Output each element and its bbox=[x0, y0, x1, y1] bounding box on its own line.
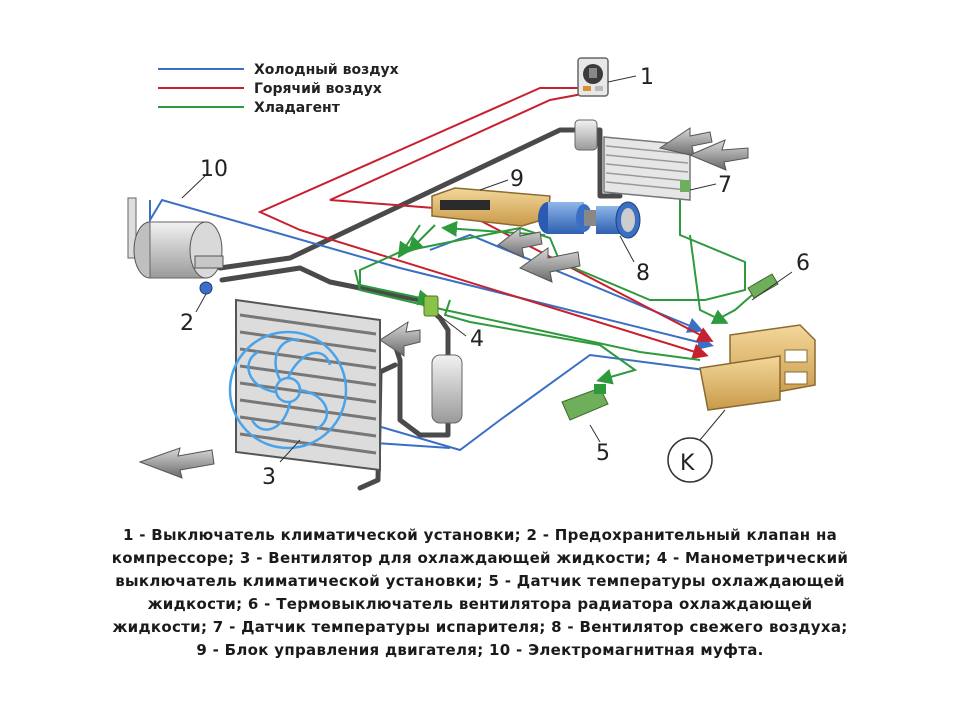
evaporator bbox=[574, 119, 691, 201]
pressure-switch bbox=[423, 295, 439, 317]
callout-leaders bbox=[181, 75, 793, 463]
callout-4: 4 bbox=[470, 327, 484, 352]
airflow-arrow-5 bbox=[138, 447, 215, 479]
fresh-air-blower bbox=[538, 201, 641, 239]
receiver-drier bbox=[431, 354, 463, 424]
cooling-fan bbox=[228, 330, 348, 450]
legend: Холодный воздух Горячий воздух Хладагент bbox=[158, 62, 399, 116]
callout-10: 10 bbox=[200, 157, 228, 182]
airflow-arrow-3 bbox=[497, 226, 543, 259]
callout-8: 8 bbox=[636, 261, 650, 286]
legend-hot-air: Горячий воздух bbox=[254, 81, 382, 97]
callout-5: 5 bbox=[596, 441, 610, 466]
callout-1: 1 bbox=[640, 65, 654, 90]
climate-system-diagram: Холодный воздух Горячий воздух Хладагент bbox=[127, 57, 816, 491]
climate-switch bbox=[577, 57, 609, 97]
callout-9: 9 bbox=[510, 167, 524, 192]
callout-3: 3 bbox=[262, 465, 276, 490]
callout-7: 7 bbox=[718, 173, 732, 198]
compressor bbox=[127, 197, 224, 295]
callout-2: 2 bbox=[180, 311, 194, 336]
legend-cold-air: Холодный воздух bbox=[254, 62, 399, 78]
climate-control-unit bbox=[699, 324, 816, 411]
legend-refrigerant: Хладагент bbox=[254, 100, 341, 116]
callout-k: K bbox=[667, 437, 713, 483]
airflow-arrow-2 bbox=[688, 139, 749, 171]
caption-text: 1 - Выключатель климатической установки;… bbox=[111, 526, 849, 659]
coolant-temp-sensor bbox=[561, 384, 609, 421]
callout-k-label: K bbox=[680, 451, 695, 476]
engine-control-unit bbox=[431, 187, 551, 227]
fan-thermo-switch bbox=[747, 273, 779, 299]
airflow-arrows bbox=[138, 127, 749, 479]
callout-6: 6 bbox=[796, 251, 810, 276]
airflow-arrow-4 bbox=[518, 247, 581, 283]
airflow-arrow-6 bbox=[379, 320, 421, 357]
